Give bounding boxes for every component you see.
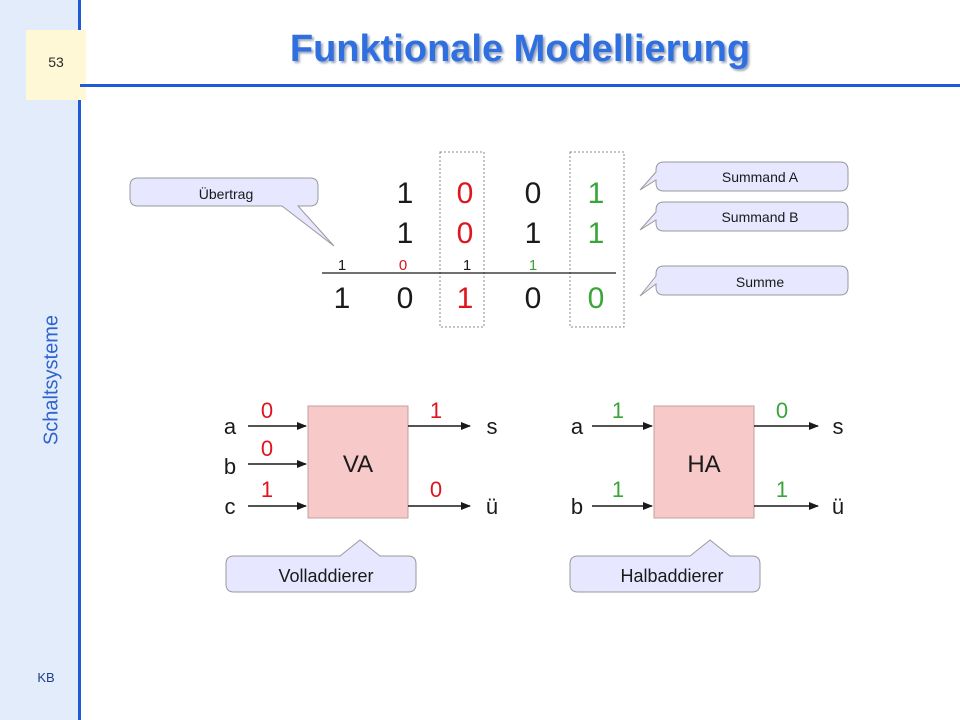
carry-digit: 0	[399, 257, 407, 274]
va-output-ue-value: 0	[430, 477, 442, 502]
title-rule	[80, 84, 960, 87]
carry-digit: 1	[463, 257, 471, 274]
callout-summand-b: Summand B	[639, 201, 849, 232]
page-number-box: 53	[26, 30, 86, 100]
digit: 1	[588, 217, 605, 250]
ha-input-b-value: 1	[612, 477, 624, 502]
ha-input-b-label: b	[571, 494, 583, 519]
va-output-s-label: s	[487, 414, 498, 439]
ha-output-s-value: 0	[776, 398, 788, 423]
carry-digit: 1	[529, 257, 537, 274]
callout-halbaddierer-text: Halbaddierer	[620, 566, 723, 586]
digit: 1	[588, 177, 605, 210]
va-input-c-value: 1	[261, 477, 273, 502]
callout-summe-text: Summe	[736, 274, 784, 290]
row-summand-a: 1 0 0 1	[397, 177, 605, 210]
va-input-a-value: 0	[261, 398, 273, 423]
ha-box	[653, 405, 755, 519]
column-highlight-1	[569, 151, 625, 328]
va-input-c-label: c	[225, 494, 236, 519]
volladdierer-block: VA a b c s ü 0 0 1 1 0	[224, 398, 498, 519]
callout-summe: Summe	[639, 265, 849, 297]
row-summand-b: 1 0 1 1	[397, 217, 605, 250]
digit: 1	[397, 177, 414, 210]
page-number: 53	[48, 54, 64, 70]
digit: 0	[525, 177, 542, 210]
digit: 0	[457, 217, 474, 250]
sidebar-rule	[78, 0, 81, 720]
ha-output-ue-value: 1	[776, 477, 788, 502]
column-highlight-3	[439, 151, 485, 328]
page-title: Funktionale Modellierung	[289, 28, 751, 70]
digit: 1	[334, 282, 351, 315]
digit: 0	[397, 282, 414, 315]
ha-input-a-value: 1	[612, 398, 624, 423]
digit: 1	[457, 282, 474, 315]
halbaddierer-block: HA a b s ü 1 1 0 1	[571, 398, 844, 519]
ha-output-s-label: s	[833, 414, 844, 439]
row-summe: 1 0 1 0 0	[334, 282, 605, 315]
digit: 0	[588, 282, 605, 315]
callout-summand-a-text: Summand A	[722, 169, 799, 185]
digit: 1	[525, 217, 542, 250]
ha-output-ue-label: ü	[832, 494, 844, 519]
carry-digit: 1	[338, 257, 346, 274]
va-input-a-label: a	[224, 414, 237, 439]
digit: 0	[525, 282, 542, 315]
digit: 1	[397, 217, 414, 250]
va-input-b-label: b	[224, 454, 236, 479]
ha-label: HA	[687, 451, 720, 478]
row-carries: 1 0 1 1	[338, 257, 537, 274]
callout-volladdierer-text: Volladdierer	[278, 566, 373, 586]
va-output-ue-label: ü	[486, 494, 498, 519]
callout-halbaddierer: Halbaddierer	[569, 539, 761, 593]
footer-initials: KB	[37, 670, 55, 685]
callout-summand-a: Summand A	[639, 161, 849, 192]
ha-input-a-label: a	[571, 414, 584, 439]
va-output-s-value: 1	[430, 398, 442, 423]
callout-volladdierer: Volladdierer	[225, 539, 417, 593]
va-box	[307, 405, 409, 519]
callout-uebertrag: Übertrag	[129, 177, 335, 247]
digit: 0	[457, 177, 474, 210]
va-input-b-value: 0	[261, 436, 273, 461]
va-label: VA	[343, 451, 373, 478]
callout-uebertrag-text: Übertrag	[199, 185, 253, 202]
callout-summand-b-text: Summand B	[721, 209, 798, 225]
sidebar	[0, 0, 80, 720]
